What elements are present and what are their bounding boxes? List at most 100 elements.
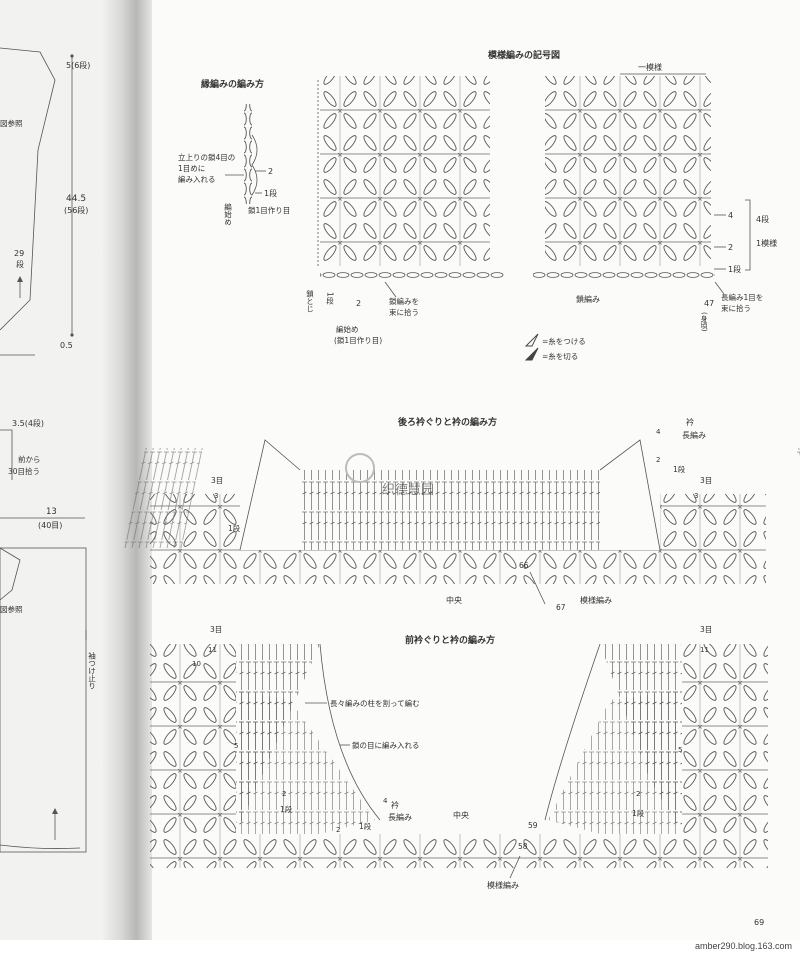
yarn-cut-icon <box>524 347 539 361</box>
back-n67: 67 <box>556 603 566 612</box>
side-rows-a: 29 <box>14 249 24 258</box>
treble-pick-a: 長編み1目を <box>721 292 763 302</box>
blog-watermark: amber290.blog.163.com <box>694 941 792 951</box>
pattern-row1: 1段 <box>728 264 741 274</box>
sleeve-outline <box>0 547 87 853</box>
front-two-center: 2 <box>336 826 340 834</box>
watermark-text: 织德慧园 <box>382 482 434 498</box>
front-collar-b: 長編み <box>388 812 412 822</box>
edging-title: 縁編みの編み方 <box>201 78 264 90</box>
front-lace-right <box>682 644 768 834</box>
back-pattern: 模様編み <box>580 595 612 605</box>
pickup-label-a: 前から <box>18 454 41 464</box>
two-label: 2 <box>356 299 361 308</box>
front-n59: 59 <box>528 821 538 830</box>
pickup-label-b: 30目拾う <box>8 466 40 476</box>
back-n2: 2 <box>656 456 660 464</box>
front-title: 前衿ぐりと衿の編み方 <box>405 634 495 646</box>
front-n2-right: 2 <box>636 790 640 798</box>
pattern-title: 模様編みの記号図 <box>488 49 560 61</box>
pattern-row4: 4 <box>728 211 733 220</box>
front-n11-left: 11 <box>208 646 217 654</box>
front-center: 中央 <box>453 810 469 820</box>
front-split-label: 長々編みの柱を割って編む <box>330 698 420 708</box>
repeat-label: 一模様 <box>638 62 662 72</box>
st47-label: 47 <box>704 299 714 308</box>
pattern-row2: 2 <box>728 243 733 252</box>
back-one-left: 1段 <box>228 523 241 533</box>
side-rows-b: 段 <box>16 259 24 269</box>
treble-pick-b: 束に拾う <box>721 303 751 313</box>
footer-strip: amber290.blog.163.com <box>0 940 800 956</box>
top-rows-label: 5(6段) <box>66 60 90 70</box>
pattern-chart-left <box>320 76 490 266</box>
bottom-label: 0.5 <box>60 341 73 350</box>
edging-start-b: 鎖1目作り目 <box>248 205 290 215</box>
front-three-left: 3目 <box>210 625 222 634</box>
height-rows-label: (56段) <box>64 205 88 215</box>
edging-note-1: 立上りの鎖4目の <box>178 152 235 162</box>
page-number: 69 <box>754 918 764 927</box>
width-sts-label: (40目) <box>38 521 62 530</box>
ref-label-2: 図参照 <box>0 604 23 614</box>
edging-row2: 2 <box>268 167 273 176</box>
front-n1-right: 1段 <box>632 808 645 818</box>
edging-chain-column <box>244 104 252 204</box>
front-collar-a: 衿 <box>391 800 399 810</box>
front-n5-right: 5 <box>678 746 682 754</box>
bracket-rows: 4段 <box>756 214 769 224</box>
height-cm-label: 44.5 <box>66 194 86 204</box>
front-n58: 58 <box>518 842 528 851</box>
front-n5-left: 5 <box>234 742 238 750</box>
body-outline <box>0 47 56 331</box>
ref-label-1: 図参照 <box>0 118 23 128</box>
pattern-start-b: (鎖1目作り目) <box>334 335 382 345</box>
front-one-center: 1段 <box>359 821 372 831</box>
front-n1-left: 1段 <box>280 804 293 814</box>
edging-start-a: 編始め <box>223 202 232 226</box>
front-three-right: 3目 <box>700 625 712 634</box>
back-three-left: 3目 <box>211 476 223 485</box>
pattern-start-a: 編始め <box>336 324 359 334</box>
front-lace-bottom <box>150 834 768 868</box>
width-cm-label: 13 <box>46 507 57 517</box>
front-collar-edges <box>319 643 601 821</box>
back-three-left-2: 3 <box>214 492 218 500</box>
back-three-right: 3目 <box>700 476 712 485</box>
back-three-right-2: 3 <box>694 492 698 500</box>
watermark-logo <box>345 453 375 483</box>
back-collar-a: 衿 <box>686 417 694 427</box>
edging-row1: 1段 <box>264 188 277 198</box>
shoulder-label: 3.5(4段) <box>12 418 44 428</box>
back-title: 後ろ衿ぐりと衿の編み方 <box>398 416 497 428</box>
front-pattern: 模様編み <box>487 880 519 890</box>
edging-loops <box>251 134 258 196</box>
bracket-repeat: 1模様 <box>756 238 777 248</box>
edging-note-3: 編み入れる <box>178 174 216 184</box>
back-n66: 66 <box>519 561 529 570</box>
chain-pick-a: 鎖編みを <box>389 296 419 306</box>
back-n1: 1段 <box>673 464 686 474</box>
front-lace-left <box>150 644 236 834</box>
pattern-base-chain-left <box>320 270 504 280</box>
front-into-chain-label: 鎖の目に編み入れる <box>352 740 420 750</box>
yarn-join-label: =糸をつける <box>542 336 586 346</box>
back-n4: 4 <box>656 428 661 436</box>
front-n2-left: 2 <box>282 790 286 798</box>
back-collar-treble <box>300 470 600 550</box>
repeat-bracket <box>745 199 751 271</box>
pattern-base-chain-right <box>533 270 715 280</box>
back-center: 中央 <box>446 595 462 605</box>
chain-end-label: 鎖とじ <box>305 289 314 313</box>
yarn-join-icon <box>524 333 539 347</box>
yarn-cut-label: =糸を切る <box>542 351 578 361</box>
front-n4: 4 <box>383 797 388 805</box>
back-collar-edges <box>239 439 661 551</box>
sleeve-stop-label: 袖つけ止り <box>87 651 96 690</box>
one-row-label: 1段 <box>325 292 334 305</box>
edging-note-2: 1目めに <box>178 164 205 173</box>
front-n10: 10 <box>192 660 201 668</box>
front-n11-right: 11 <box>700 646 709 654</box>
